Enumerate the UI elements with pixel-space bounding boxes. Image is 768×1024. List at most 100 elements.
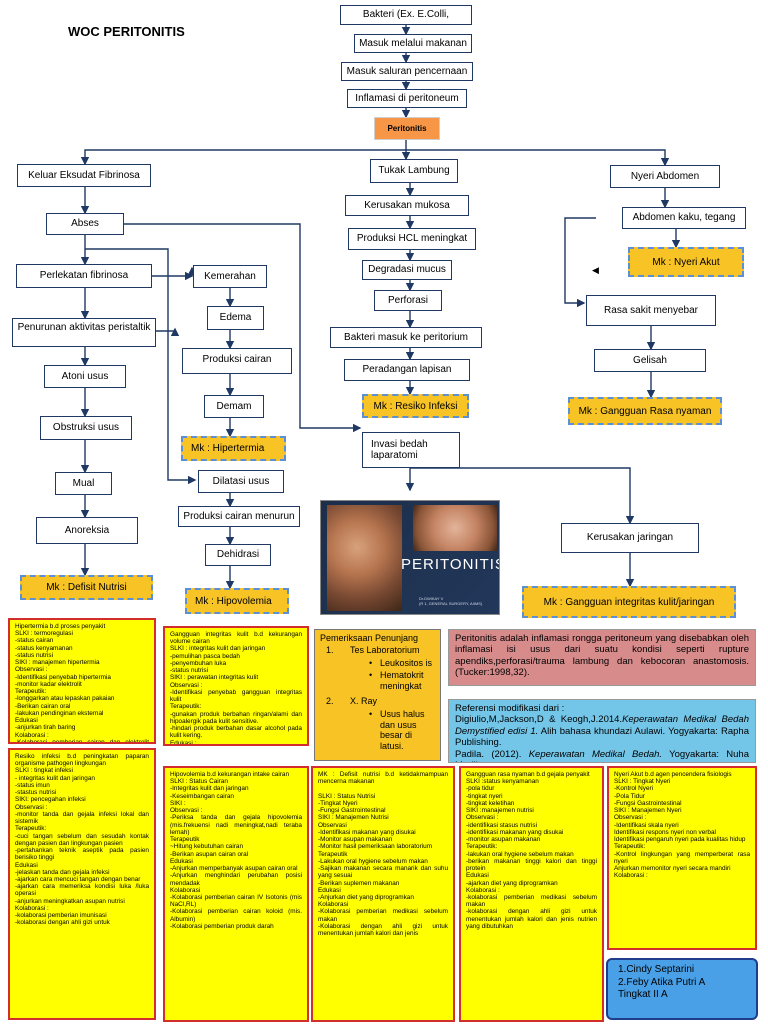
- box-line: -Fungsi Gastrointestinal: [318, 807, 386, 815]
- box-line: Hipertermia b.d proses penyakit: [15, 623, 106, 630]
- box-line: Kolaborasi :: [15, 904, 49, 912]
- bullet-icon: •: [369, 670, 373, 681]
- box-line: Terapeutik:: [15, 688, 47, 696]
- pemeriksaan-bullet: •Hematokrit meningkat: [369, 670, 435, 692]
- box-line: -gunakan produk berbahan ringan/alami da…: [170, 710, 304, 725]
- box-line: -kolaborasi pemberian medikasi sebelum m…: [466, 893, 599, 909]
- box-line: -stastus nutrisi: [15, 789, 57, 797]
- box-line: Observasi :: [15, 666, 48, 674]
- box-line: SLKI : Status Cairan: [170, 778, 228, 786]
- photo-sub2: (R 1, GENERAL SURGERY, AIIMS): [419, 600, 483, 606]
- box-resiko-infeksi: Resiko infeksi b.d peningkatan paparan o…: [8, 748, 156, 1020]
- node-masuk-makanan: Masuk melalui makanan: [354, 34, 472, 53]
- mk-hipertermia: Mk : Hipertermia: [181, 436, 286, 461]
- node-produksi-hcl: Produksi HCL meningkat: [348, 228, 476, 250]
- mk-gangguan-integritas: Mk : Gangguan integritas kulit/jaringan: [522, 586, 736, 618]
- box-line: -anjurkan tirah baring: [15, 724, 76, 732]
- box-line: -Kolaborasi dengan ahli gizi untuk menen…: [318, 922, 450, 938]
- box-line: -Tingkat Nyeri: [318, 799, 358, 807]
- box-line: -status nutrisi: [15, 651, 54, 659]
- box-line: -monitor kadar elektrolit: [15, 680, 82, 688]
- box-line: Edukasi :: [170, 739, 197, 746]
- mk-hipovolemia: Mk : Hipovolemia: [185, 588, 289, 614]
- box-line: -Kolaborasi pemberian cairan koloid (mis…: [170, 908, 304, 923]
- node-rasa-sakit: Rasa sakit menyebar: [586, 295, 716, 326]
- arrow-left-icon: ◀: [592, 265, 599, 275]
- box-line: Observasi :: [15, 803, 48, 811]
- box-line: -jelaskan tanda dan gejala infeksi: [15, 868, 110, 876]
- author-line: 2.Feby Atika Putri A: [618, 976, 706, 988]
- box-hipovolemia: Hipovolemia b.d kekurangan intake cairan…: [163, 766, 309, 1022]
- box-line: -Anjurkan diet yang diprogramkan: [318, 893, 414, 901]
- page-title: WOC PERITONITIS: [68, 24, 185, 39]
- pemeriksaan-heading: Pemeriksaan Penunjang: [320, 633, 419, 643]
- node-abses: Abses: [46, 213, 124, 235]
- box-line: -Kolaborasi pemberian cairan dan elektro…: [15, 738, 149, 744]
- box-line: -berikan makanan tinggi kalori dan tingg…: [466, 857, 599, 873]
- box-line: Edukasi: [170, 857, 193, 865]
- box-line: SIKI : perawatan integritas kulit: [170, 674, 259, 682]
- node-mual: Mual: [55, 472, 112, 495]
- box-line: -Kolaborasi pemberian medikasi sebelum m…: [318, 908, 450, 923]
- mk-resiko-infeksi: Mk : Resiko Infeksi: [362, 394, 469, 418]
- box-line: -Identifikasi penyebab gangguan integrit…: [170, 688, 304, 704]
- box-line: SLKI : Status Nutrisi: [318, 792, 376, 800]
- box-line: -Kontrol lingkungan yang memperberat ras…: [614, 850, 752, 865]
- box-line: Kolaborasi: [170, 886, 201, 894]
- mk-nyeri-akut: Mk : Nyeri Akut: [628, 247, 744, 277]
- box-line: -status kenyamanan: [15, 644, 73, 652]
- node-edema: Edema: [207, 306, 264, 330]
- box-line: -Identifikasi makanan yang disukai: [318, 828, 416, 836]
- box-line: -monitor tanda dan gejala infeksi lokal …: [15, 810, 151, 826]
- box-gangguan-rasa-nyaman: Gangguan rasa nyaman b.d gejala penyakit…: [459, 766, 604, 1022]
- box-line: Hipovolemia b.d kekurangan intake cairan: [170, 771, 290, 778]
- box-line: Anjurkan memonitor nyeri secara mandiri: [614, 865, 731, 873]
- photo-subtitle: Dr.DWIKAY V (R 1, GENERAL SURGERY, AIIMS…: [419, 596, 483, 607]
- box-gangguan-integritas: Gangguan integritas kulit b.d kekurangan…: [163, 626, 309, 746]
- box-line: SIKI : Manajemen Nutrisi: [318, 814, 389, 822]
- ref2-plain: Padila. (2012).: [455, 748, 529, 760]
- photo-inset-left: [327, 505, 402, 611]
- node-masuk-saluran: Masuk saluran pencernaan: [341, 62, 473, 81]
- box-line: Observasi :: [466, 814, 499, 822]
- photo-title: PERITONITIS: [401, 556, 500, 573]
- ref1-tail: Alih bahasa khundazi Aulawi. Yogyakarta:…: [455, 725, 749, 749]
- peritonitis-photo: PERITONITIS Dr.DWIKAY V (R 1, GENERAL SU…: [320, 500, 500, 615]
- reference-1: Digiulio,M,Jackson,D & Keogh,J.2014.Kepe…: [455, 714, 749, 748]
- node-bakteri-masuk: Bakteri masuk ke peritorium: [330, 327, 482, 348]
- definition-box: Peritonitis adalah inflamasi rongga peri…: [448, 629, 756, 686]
- pemeriksaan-bullet: •Usus halus dan usus besar di latusi.: [369, 709, 435, 752]
- node-produksi-cairan: Produksi cairan: [182, 348, 292, 374]
- box-line: SIKI : Manajemen Nyeri: [614, 807, 682, 815]
- node-bakteri: Bakteri (Ex. E.Colli,: [340, 5, 472, 25]
- box-line: Observasi :: [170, 681, 203, 689]
- box-line: -Anjurkan memperbanyak asupan cairan ora…: [170, 865, 298, 873]
- node-keluar-eksudat: Keluar Eksudat Fibrinosa: [17, 164, 151, 187]
- pemeriksaan-penunjang: Pemeriksaan Penunjang 1. Tes Laboratoriu…: [314, 629, 441, 761]
- box-line: Edukasi: [466, 872, 489, 880]
- box-line: -pemulihan pasca bedah: [170, 652, 240, 660]
- node-dehidrasi: Dehidrasi: [205, 544, 271, 566]
- ref1-plain: Digiulio,M,Jackson,D & Keogh,J.2014.: [455, 714, 623, 726]
- box-line: Edukasi: [15, 861, 38, 869]
- box-line: -status imun: [15, 781, 50, 789]
- box-line: -Anjurkan menghindari perubahan posisi m…: [170, 872, 304, 887]
- box-line: Kolaborasi :: [15, 731, 49, 739]
- node-kemerahan: Kemerahan: [193, 265, 267, 288]
- box-line: Observasi :: [614, 814, 647, 822]
- box-line: -Identifikasi penyebab hipertermia: [15, 673, 111, 681]
- box-line: SIKI: pencegahan infeksi: [15, 796, 86, 804]
- pemeriksaan-num-1: 1.: [326, 644, 334, 655]
- box-line: -Sajikan makanan secara manarik dan suhu…: [318, 865, 450, 880]
- node-peradangan: Peradangan lapisan: [344, 359, 470, 381]
- node-invasi: Invasi bedah laparatomi: [362, 432, 460, 468]
- author-line: 1.Cindy Septarini: [618, 964, 695, 975]
- node-peritonitis: Peritonitis: [374, 117, 440, 140]
- box-line: -status nutrisi: [170, 667, 209, 675]
- box-line: SLKI : Tingkat Nyeri: [614, 778, 671, 786]
- box-line: -ajarkan cara memeriksa kondisi luka /lu…: [15, 883, 151, 898]
- ref2-italic: Keperawatan Medikal Bedah.: [528, 748, 663, 760]
- mk-gangguan-rasa-nyaman: Mk : Gangguan Rasa nyaman: [568, 397, 722, 425]
